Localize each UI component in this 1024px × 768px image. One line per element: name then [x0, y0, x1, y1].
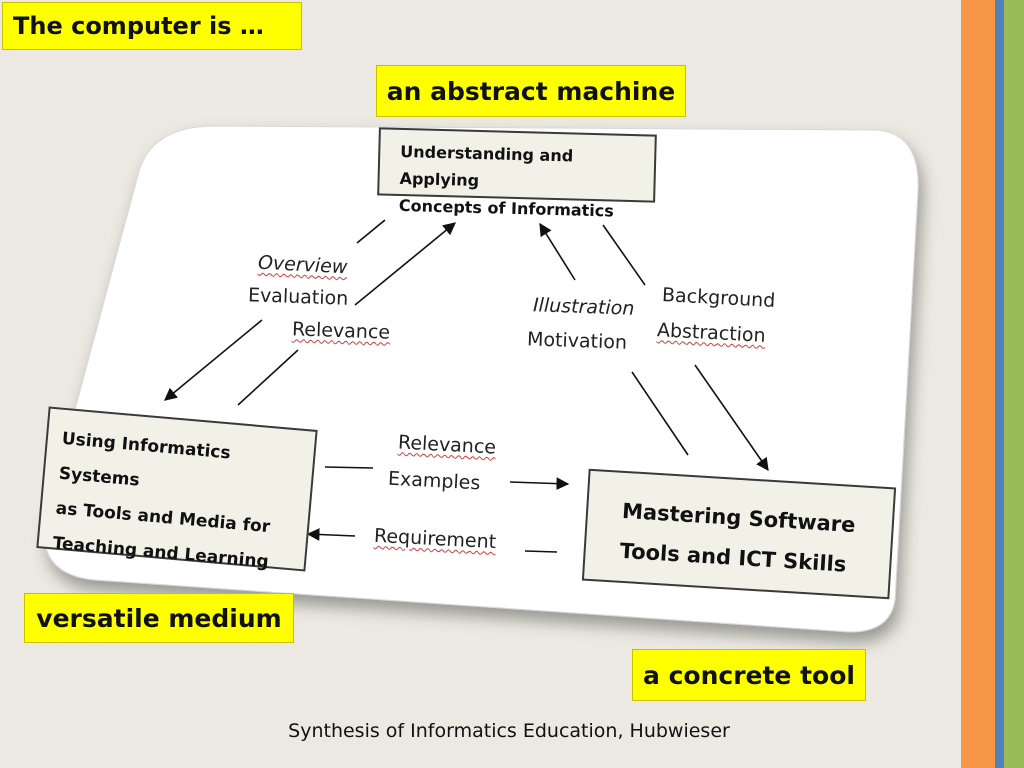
line-bottom-b: [524, 550, 558, 553]
line-top-left-b: [237, 349, 299, 406]
slide-title: The computer is …: [2, 2, 302, 50]
stripe-orange: [961, 0, 995, 768]
label-relevance-left: Relevance: [291, 318, 391, 344]
label-evaluation: Evaluation: [247, 284, 349, 310]
arrow-to-left-node-bottom: [306, 528, 356, 541]
view-concrete-tool: a concrete tool: [632, 649, 866, 701]
node-top-line-1: Understanding and Applying: [399, 141, 574, 191]
stripe-green: [1004, 0, 1024, 768]
line-top-left-a: [356, 219, 386, 244]
node-using-informatics-systems: Using Informatics Systems as Tools and M…: [36, 406, 318, 572]
slide-caption: Synthesis of Informatics Education, Hubw…: [288, 720, 730, 742]
line-bottom-a: [324, 466, 374, 469]
label-overview: Overview: [257, 251, 348, 279]
arrow-to-right-node: [694, 364, 769, 472]
stripe-blue: [995, 0, 1004, 768]
arrow-to-top-node-right: [539, 222, 576, 281]
line-right-a: [631, 371, 689, 456]
view-versatile-medium: versatile medium: [24, 593, 294, 643]
label-motivation: Motivation: [526, 328, 628, 354]
arrow-to-left-node: [164, 319, 263, 401]
node-mastering-software: Mastering Software Tools and ICT Skills: [581, 468, 897, 600]
arrow-to-top-node-left: [354, 222, 456, 306]
view-abstract-machine: an abstract machine: [376, 65, 686, 117]
node-understanding-concepts: Understanding and Applying Concepts of I…: [377, 127, 657, 221]
label-illustration: Illustration: [532, 294, 635, 320]
arrow-to-right-node-bottom: [509, 477, 570, 490]
line-top-right-a: [602, 224, 646, 286]
